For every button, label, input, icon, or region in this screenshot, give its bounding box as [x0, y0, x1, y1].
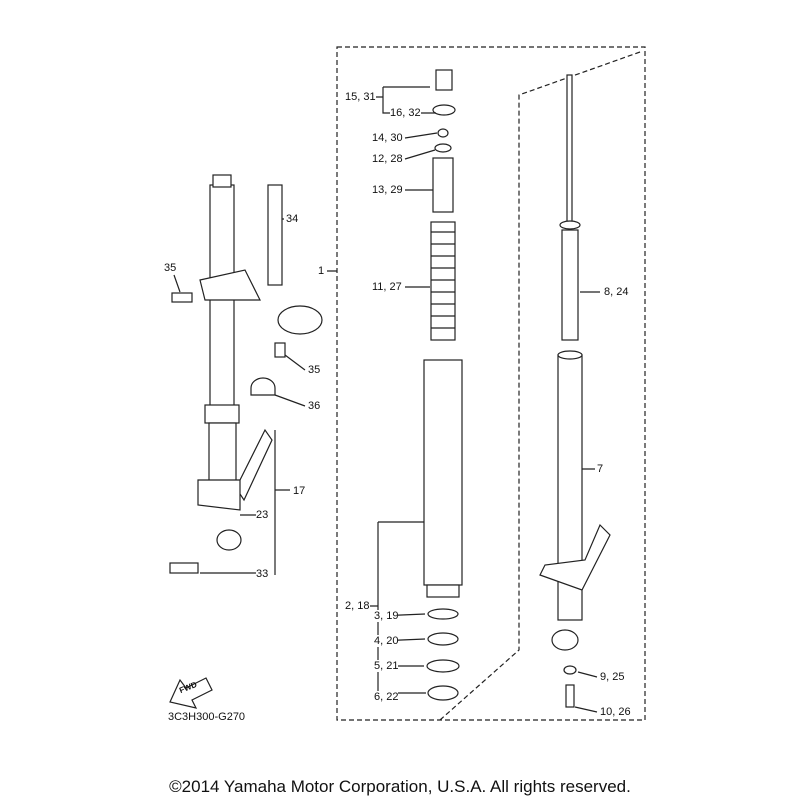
fork-assembly-complete [169, 174, 323, 574]
callout-36: 36 [308, 400, 321, 412]
copyright-notice: ©2014 Yamaha Motor Corporation, U.S.A. A… [169, 777, 631, 796]
callout-7: 7 [597, 463, 604, 475]
exploded-center-parts [423, 69, 463, 701]
callout-5-21: 5, 21 [374, 660, 399, 672]
callout-10-26: 10, 26 [600, 706, 631, 718]
callout-12-28: 12, 28 [372, 153, 403, 165]
callout-6-22: 6, 22 [374, 691, 399, 703]
callout-13-29: 13, 29 [372, 184, 403, 196]
callout-23: 23 [256, 509, 269, 521]
diagram-code: 3C3H300-G270 [168, 711, 246, 723]
callout-11-27: 11, 27 [372, 281, 402, 293]
callout-17: 17 [293, 485, 306, 497]
leader-lines [173, 86, 600, 713]
callout-34: 34 [286, 213, 299, 225]
callout-14-30: 14, 30 [372, 132, 403, 144]
callout-1: 1 [318, 265, 325, 277]
callout-16-32: 16, 32 [390, 107, 421, 119]
callout-8-24: 8, 24 [604, 286, 629, 298]
callout-3-19: 3, 19 [374, 610, 399, 622]
callout-35-screw: 35 [308, 364, 321, 376]
fwd-arrow-icon [169, 677, 213, 709]
exploded-right-parts [539, 74, 611, 708]
assembly-group-box [336, 46, 646, 721]
callout-15-31: 15, 31 [345, 91, 376, 103]
callout-2-18: 2, 18 [345, 600, 370, 612]
callout-9-25: 9, 25 [600, 671, 625, 683]
callout-4-20: 4, 20 [374, 635, 399, 647]
callout-33: 33 [256, 568, 269, 580]
callout-35-bolt: 35 [164, 262, 177, 274]
